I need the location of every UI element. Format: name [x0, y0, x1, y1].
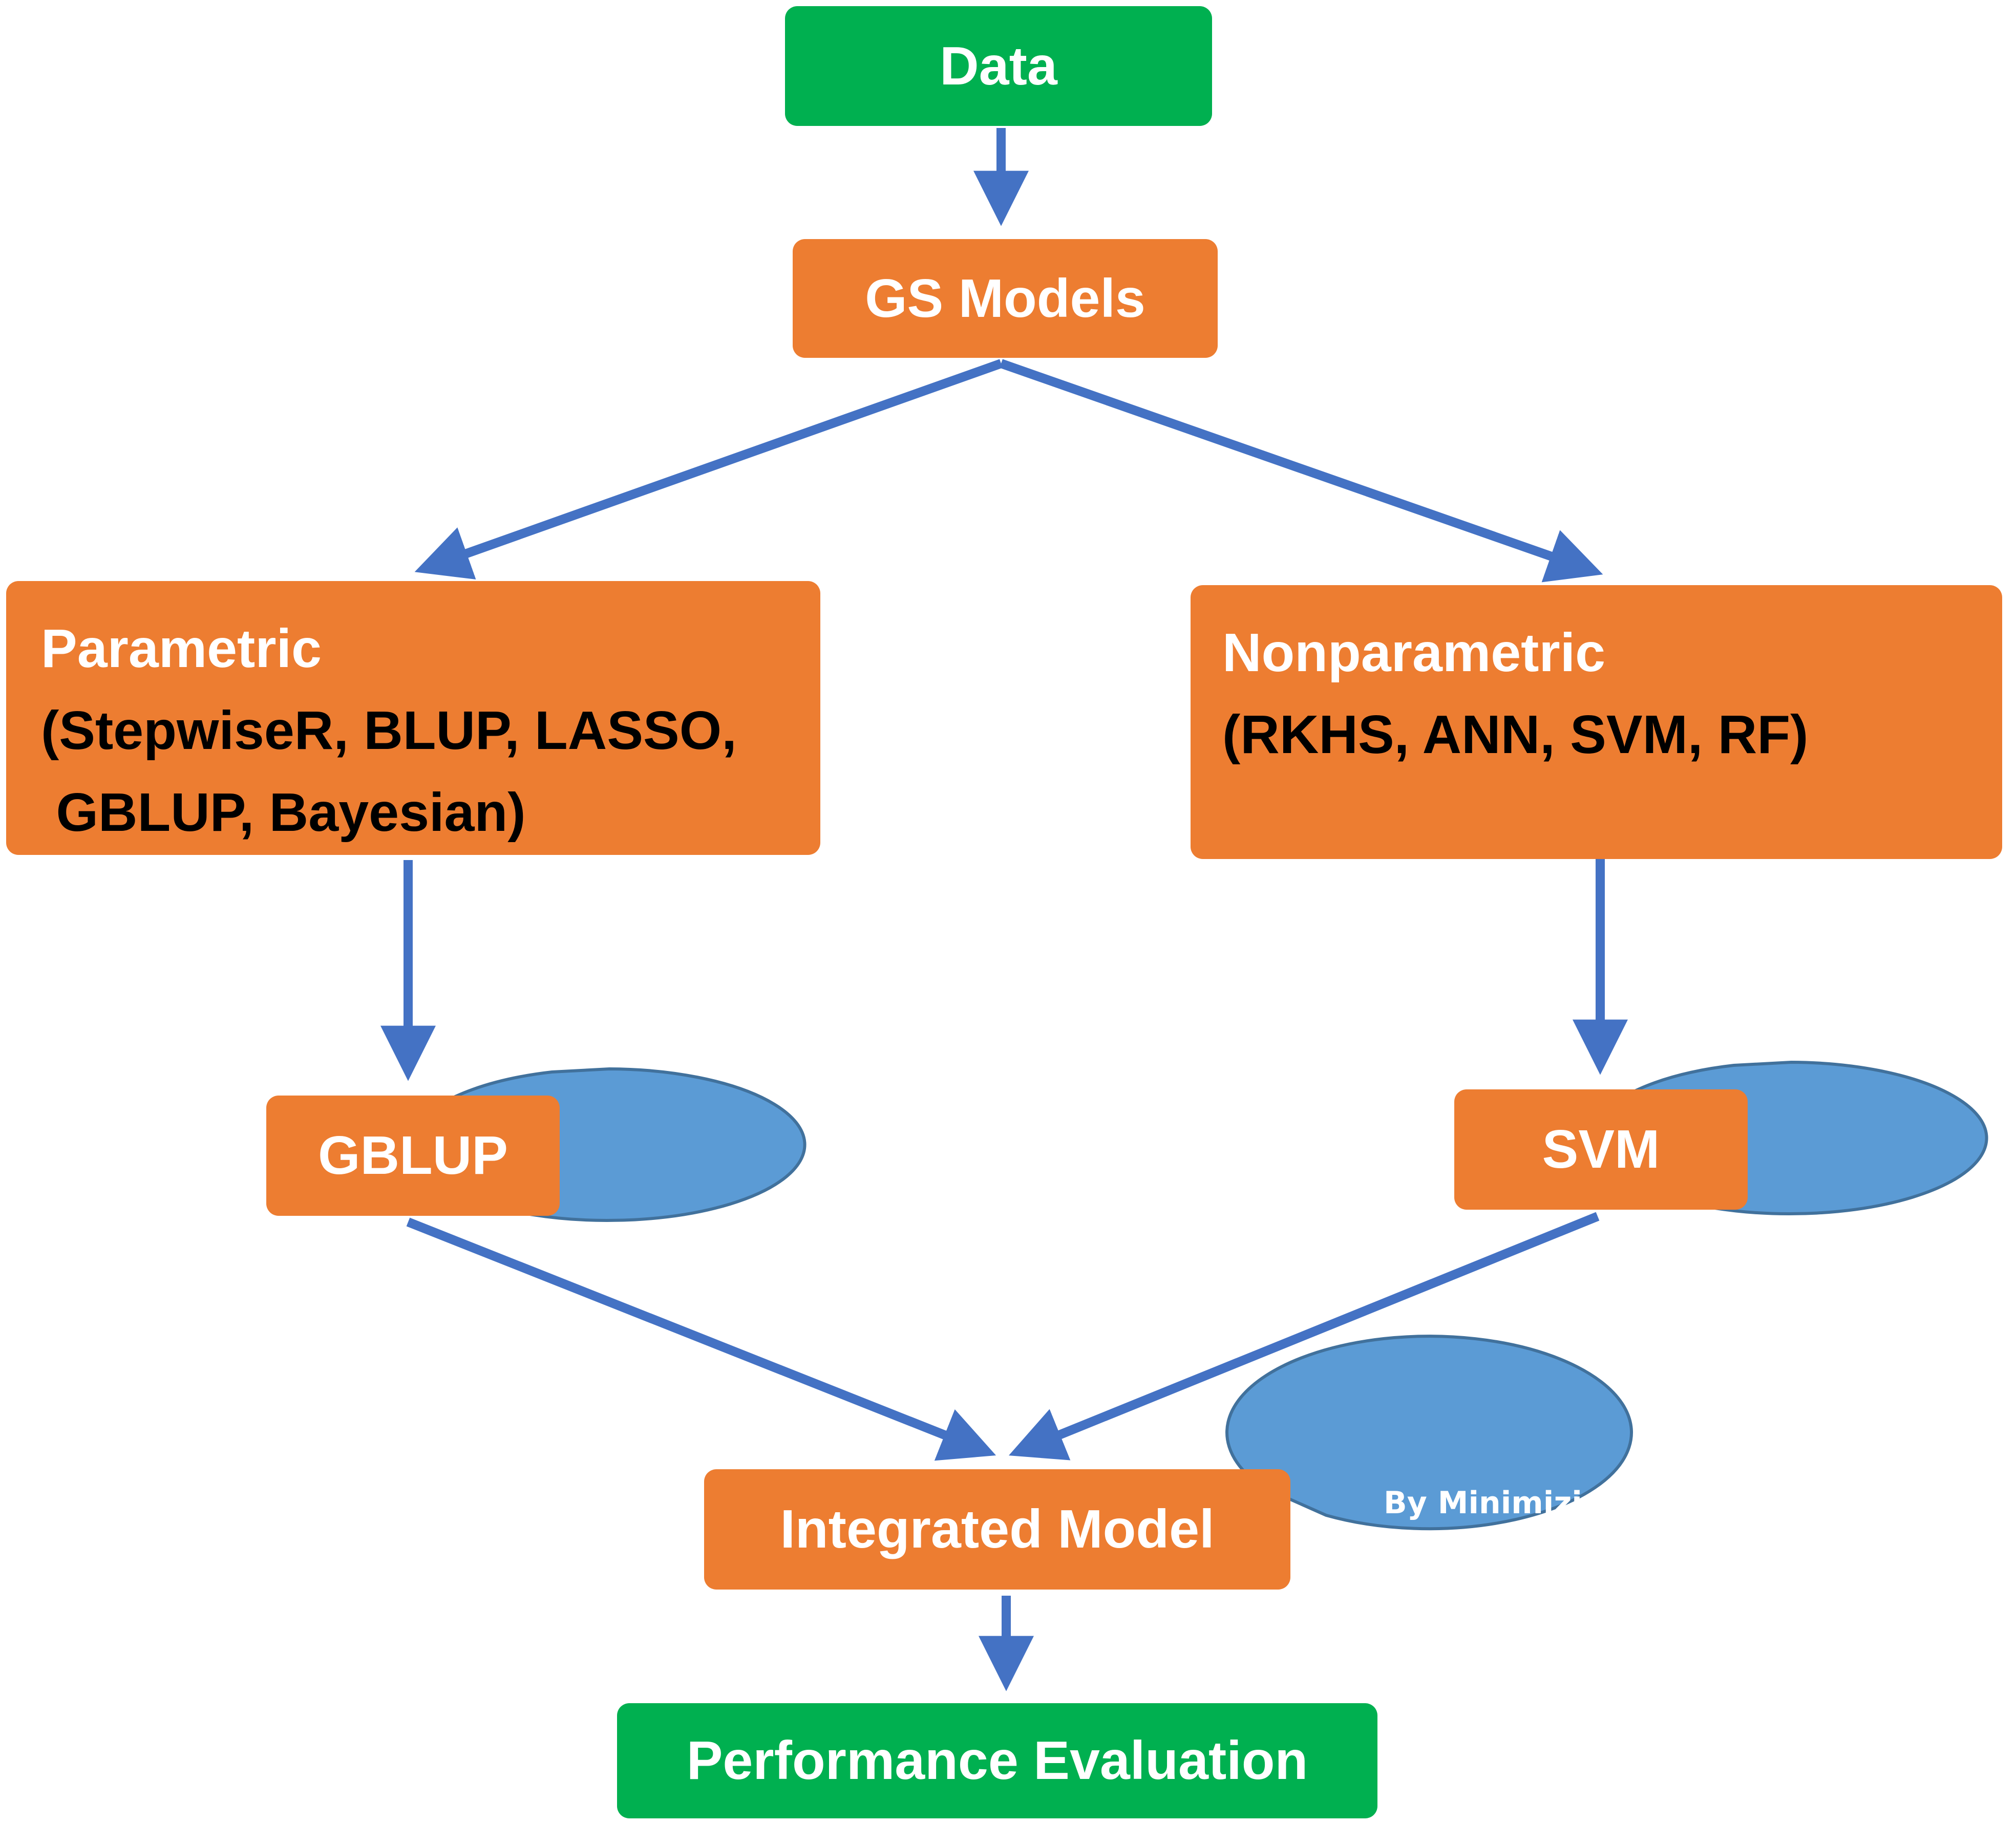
parametric-node: Parametric (StepwiseR, BLUP, LASSO, GBLU…: [6, 581, 820, 855]
data-node: Data: [785, 6, 1212, 126]
gblup-label: GBLUP: [318, 1125, 508, 1186]
callout-right-text: Best Performing: [1705, 914, 1932, 1024]
callout-bottom-line1: By Minimizing: [1384, 1485, 1626, 1521]
nonparametric-node: Nonparametric (RKHS, ANN, SVM, RF): [1191, 585, 2002, 859]
callout-bubble-bottom: [1225, 1335, 1633, 1531]
callout-bottom-text: By Minimizing Error Variance: [1384, 1479, 1632, 1574]
arrow-gblup-to-integrated: [406, 1217, 996, 1461]
parametric-title: Parametric: [41, 618, 322, 679]
arrow-gs-to-parametric: [414, 359, 1003, 580]
gs-models-label: GS Models: [865, 268, 1145, 329]
gblup-node: GBLUP: [266, 1096, 560, 1216]
svm-label: SVM: [1542, 1119, 1660, 1179]
callout-right-line1: Best: [1705, 920, 1795, 962]
callout-left-line1: Best: [532, 926, 622, 968]
data-label: Data: [940, 35, 1057, 96]
callout-bottom-line2: Error Variance: [1384, 1532, 1632, 1568]
performance-evaluation-label: Performance Evaluation: [686, 1730, 1308, 1791]
nonparametric-title: Nonparametric: [1222, 623, 1606, 683]
integrated-model-node: Integrated Model: [704, 1469, 1290, 1590]
callout-left-line2: Performing: [532, 981, 759, 1023]
arrow-gs-to-nonparametric: [1000, 359, 1603, 583]
parametric-methods-line1: (StepwiseR, BLUP, LASSO,: [41, 700, 737, 761]
callout-right-line2: Performing: [1705, 976, 1933, 1018]
performance-evaluation-node: Performance Evaluation: [617, 1703, 1377, 1818]
arrow-svm-to-integrated: [1008, 1212, 1600, 1461]
parametric-methods-line2: GBLUP, Bayesian): [41, 782, 526, 843]
callout-left-text: Best Performing: [532, 919, 758, 1029]
gs-models-node: GS Models: [793, 239, 1218, 358]
svm-node: SVM: [1454, 1089, 1748, 1210]
integrated-model-label: Integrated Model: [780, 1499, 1215, 1559]
nonparametric-methods-line1: (RKHS, ANN, SVM, RF): [1222, 704, 1809, 765]
